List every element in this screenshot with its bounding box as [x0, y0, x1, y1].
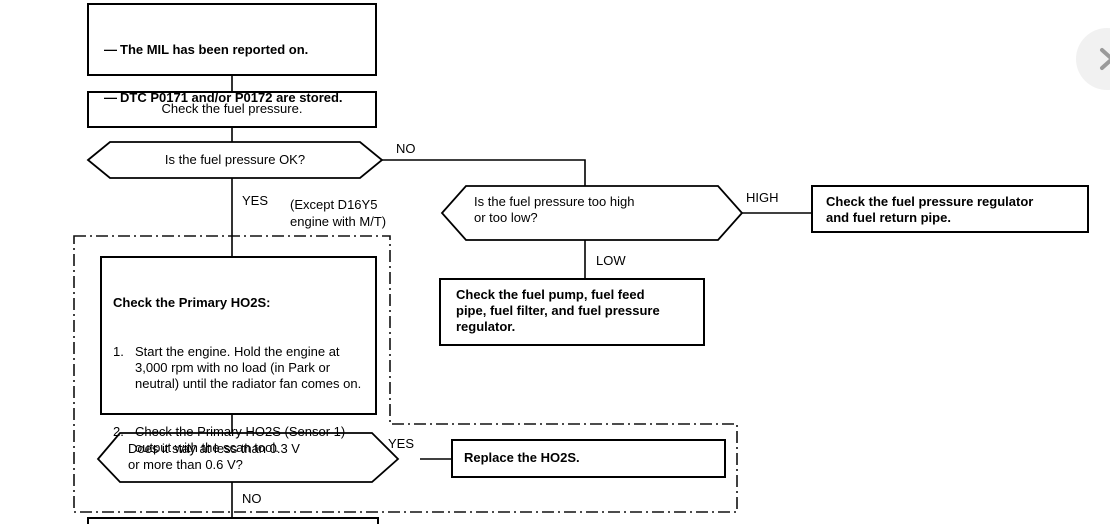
ho2s-step-2-text: Check the Primary HO2S (Sensor 1) output…	[135, 424, 349, 455]
edge-label-yes-voltage: YES	[388, 436, 415, 451]
node-fuel-pressure-ok-text: Is the fuel pressure OK?	[164, 152, 306, 167]
edge-label-no-pressure-ok: NO	[396, 141, 416, 156]
node-replace-ho2s-text: Replace the HO2S.	[464, 450, 580, 465]
edge-label-no-voltage: NO	[242, 491, 262, 506]
node-check-pump-text: Check the fuel pump, fuel feed pipe, fue…	[456, 287, 660, 334]
ho2s-step-2-number: 2.	[113, 424, 124, 439]
bullet-dash-icon: —	[104, 42, 117, 57]
ho2s-step-1-text: Start the engine. Hold the engine at 3,0…	[135, 344, 362, 391]
ho2s-step-1-number: 1.	[113, 344, 124, 359]
chevron-right-icon	[1100, 48, 1110, 70]
edge-label-low: LOW	[596, 253, 626, 268]
edge-label-high: HIGH	[746, 190, 779, 205]
ho2s-heading: Check the Primary HO2S:	[113, 295, 271, 310]
ho2s-step-1: 1. Start the engine. Hold the engine at …	[113, 344, 365, 392]
bullet-dash-icon: —	[104, 90, 117, 105]
node-voltage-question-text: Does it stay at less than 0.3 V or more …	[128, 441, 300, 472]
node-pressure-high-low-text: Is the fuel pressure too high or too low…	[474, 194, 635, 225]
next-page-button[interactable]	[1076, 28, 1110, 90]
symptom-bullet-1: — The MIL has been reported on.	[104, 42, 362, 58]
symptom-bullet-2: — DTC P0171 and/or P0172 are stored.	[104, 90, 362, 106]
connector-no-branch	[382, 159, 586, 186]
ho2s-step-2: 2. Check the Primary HO2S (Sensor 1) out…	[113, 424, 365, 456]
symptom-bullet-1-text: The MIL has been reported on.	[120, 42, 309, 57]
note-except-d16y5: (Except D16Y5 engine with M/T)	[290, 197, 387, 229]
node-check-fuel-pressure-text: Check the fuel pressure.	[161, 101, 303, 116]
node-check-regulator-text: Check the fuel pressure regulator and fu…	[826, 194, 1034, 225]
symptom-bullet-2-text: DTC P0171 and/or P0172 are stored.	[120, 90, 343, 105]
node-check-primary-ho2s-text: Check the Primary HO2S: 1. Start the eng…	[113, 263, 365, 488]
edge-label-yes-pressure-ok: YES	[242, 193, 269, 208]
node-symptom-text: — The MIL has been reported on. — DTC P0…	[104, 10, 362, 138]
node-next-step-shape	[87, 517, 379, 524]
